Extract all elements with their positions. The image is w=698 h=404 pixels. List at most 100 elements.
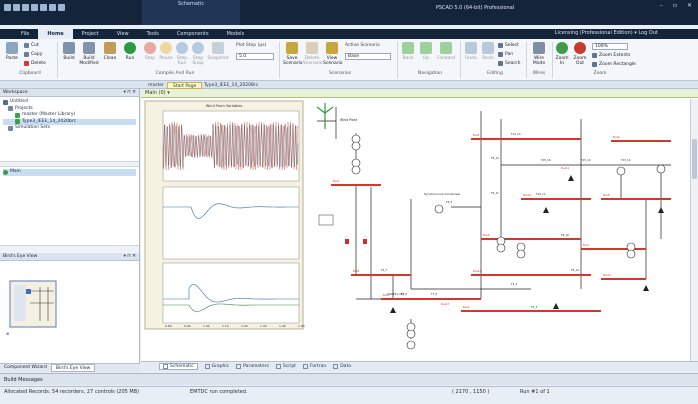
tree-item-simulation-sets[interactable]: Simulation Sets [3, 125, 136, 132]
project-icon [15, 119, 20, 125]
plot-step-input[interactable]: 5.0 [236, 53, 274, 60]
workspace-hscroll[interactable] [0, 161, 139, 167]
tree-item-projects[interactable]: Projects [3, 106, 136, 113]
line-label: T6_12 [491, 156, 499, 160]
cut-button[interactable]: Cut [24, 43, 39, 48]
select-button[interactable]: Select [498, 43, 519, 48]
active-scenario-select[interactable]: Base [345, 53, 391, 60]
view-scenario-button[interactable]: View Scenario [323, 42, 343, 66]
birds-eye-marker: ⊕ [6, 331, 9, 336]
bus-label: Bus9 [613, 135, 620, 139]
zoom-rectangle-icon [592, 62, 597, 67]
tab-birds-eye-view[interactable]: Bird's Eye View [50, 364, 96, 372]
line-label: T6_11 [491, 191, 499, 195]
new-icon[interactable] [22, 4, 29, 11]
copy-button[interactable]: Copy [24, 52, 42, 57]
back-button[interactable]: Back [401, 42, 415, 61]
tree-item-untitled[interactable]: Untitled [3, 99, 136, 106]
maximize-icon[interactable]: ▫ [672, 2, 677, 9]
tab-project[interactable]: Project [81, 31, 99, 37]
hierarchy-hscroll[interactable] [0, 245, 139, 251]
zoom-in-button[interactable]: Zoom In [555, 42, 569, 66]
line-label: T4_7 [381, 268, 388, 272]
fortran-icon [302, 364, 308, 369]
arrow-left-icon [402, 42, 414, 54]
tab-file[interactable]: File [21, 31, 30, 37]
up-button[interactable]: Up [419, 42, 433, 61]
zoom-rectangle-button[interactable]: Zoom Rectangle [592, 62, 636, 67]
tab-tools[interactable]: Tools [146, 31, 159, 37]
zoom-out-button[interactable]: Zoom Out [572, 42, 588, 66]
hierarchy-item-main[interactable]: Main [3, 169, 136, 176]
step-snap-button[interactable]: Step Snap [191, 42, 205, 66]
save-icon[interactable] [4, 4, 11, 11]
doc-tab-start-page[interactable]: Start Page [167, 82, 203, 89]
tab-script[interactable]: Script [275, 364, 296, 369]
tree-item-project[interactable]: Type3_IEEE_14_2020brc [3, 118, 136, 125]
save-scenario-button[interactable]: Save Scenario [283, 42, 303, 66]
workspace-title: Workspace▾ ⊓ ✕ [0, 89, 139, 97]
forward-button[interactable]: Forward [437, 42, 455, 61]
delete-scenario-button[interactable]: Delete Scenario [303, 42, 323, 66]
step-run-button[interactable]: Step Run [175, 42, 189, 66]
scroll-thumb[interactable] [692, 139, 697, 179]
graph-voltage [162, 110, 300, 182]
pan-button[interactable]: Pan [498, 52, 513, 57]
tab-graphic[interactable]: Graphic [204, 364, 229, 369]
zoom-extents-icon [592, 53, 597, 58]
tab-components[interactable]: Components [176, 31, 209, 37]
tab-fortran[interactable]: Fortran [302, 364, 326, 369]
licensing-info[interactable]: Licensing (Professional Edition) ▾ Log O… [554, 30, 658, 36]
minimize-icon[interactable]: – [659, 2, 663, 9]
birds-eye-controls[interactable]: ▾ ⊓ ✕ [123, 254, 136, 259]
tab-component-wizard[interactable]: Component Wizard [4, 365, 47, 370]
open-icon[interactable] [13, 4, 20, 11]
canvas-vscroll[interactable] [690, 99, 698, 361]
snapshot-button[interactable]: Snapshot [207, 42, 229, 61]
script-icon [275, 364, 281, 369]
tab-models[interactable]: Models [226, 31, 245, 37]
build-modified-button[interactable]: Build Modified [79, 42, 99, 66]
line-label: T2_3 [531, 305, 538, 309]
bus-label: Bus5 [473, 133, 480, 137]
copy-icon [24, 52, 29, 57]
stop-icon [144, 42, 156, 54]
clean-button[interactable]: Clean [102, 42, 118, 61]
tab-home[interactable]: Home [38, 29, 73, 39]
run-button[interactable]: Run [123, 42, 137, 61]
redo-icon[interactable] [58, 4, 65, 11]
tab-data[interactable]: Data [333, 364, 351, 369]
build-icon[interactable] [31, 4, 38, 11]
birds-eye-view[interactable]: ⊕ [0, 261, 139, 367]
delete-button[interactable]: Delete [24, 61, 46, 66]
sync-condenser-icon [434, 204, 444, 214]
wire-mode-button[interactable]: Wire Mode [530, 42, 548, 66]
tree-item-master[interactable]: master (Master Library) [3, 112, 136, 119]
stop-button[interactable]: Stop [143, 42, 157, 61]
tab-schematic[interactable]: Schematic [159, 363, 198, 370]
logout-link[interactable]: Log Out [638, 30, 658, 36]
gear-icon [63, 42, 75, 54]
tab-parameters[interactable]: Parameters [236, 364, 269, 369]
doc-tab-project[interactable]: Type3_IEEE_14_2020Brc [204, 83, 259, 88]
wire-icon [533, 42, 545, 54]
pane-controls[interactable]: ▾ ⊓ ✕ [123, 90, 136, 95]
zoom-level-select[interactable]: 100% [592, 43, 628, 50]
doc-tab-master[interactable]: master [148, 83, 164, 88]
line-label: T15_16 [541, 158, 551, 162]
undo-button[interactable]: Undo [464, 42, 478, 61]
x-tick-label: 0.80 [165, 324, 172, 328]
cursor-icon [498, 43, 503, 48]
redo-button[interactable]: Redo [481, 42, 495, 61]
x-tick-label: 1.20 [241, 324, 248, 328]
search-button[interactable]: Search [498, 61, 520, 66]
tab-view[interactable]: View [116, 31, 129, 37]
run-icon[interactable] [40, 4, 47, 11]
pause-button[interactable]: Pause [159, 42, 173, 61]
zoom-extents-button[interactable]: Zoom Extents [592, 53, 630, 58]
paste-button[interactable]: Paste [4, 42, 20, 61]
undo-icon[interactable] [49, 4, 56, 11]
build-button[interactable]: Build [61, 42, 77, 61]
close-icon[interactable]: ✕ [686, 2, 692, 9]
